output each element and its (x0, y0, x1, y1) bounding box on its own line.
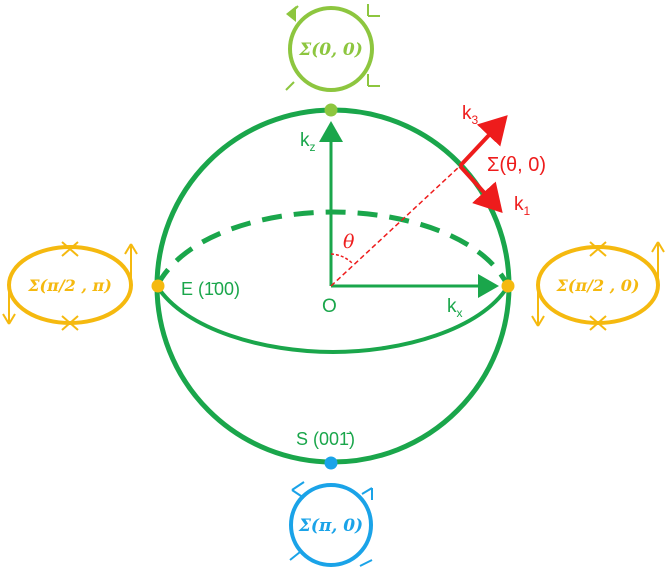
theta-direction-line (330, 165, 461, 287)
kz-label: kz (300, 130, 316, 154)
west-point (151, 279, 165, 293)
k1-label: k1 (514, 194, 531, 218)
origin-label: O (322, 296, 337, 317)
top-loop (285, 4, 380, 92)
top-loop-label: Σ(0, 0) (298, 40, 363, 60)
k1-vector (458, 164, 503, 213)
east-point-marker (501, 279, 515, 293)
left-loop (2, 241, 138, 331)
k3-label: k3 (462, 103, 479, 127)
equator-back-dashed (154, 209, 511, 288)
bottom-loop (289, 481, 373, 567)
east-point-label: E (1̄00) (181, 279, 240, 299)
equator-front (155, 284, 510, 355)
theta-label: θ (343, 231, 355, 253)
bottom-loop-label: Σ(π, 0) (298, 516, 363, 536)
north-point (324, 103, 338, 117)
k3-vector (458, 115, 508, 168)
right-loop (531, 241, 665, 331)
theta-angle-arc (330, 253, 353, 264)
south-point-label: S (001̄) (296, 429, 355, 449)
sigma-theta-label: Σ(θ, 0) (487, 154, 546, 176)
south-point (324, 456, 338, 470)
left-loop-label: Σ(π/2 , π) (27, 276, 112, 295)
right-loop-label: Σ(π/2 , 0) (556, 276, 640, 295)
kx-label: kx (447, 296, 463, 320)
